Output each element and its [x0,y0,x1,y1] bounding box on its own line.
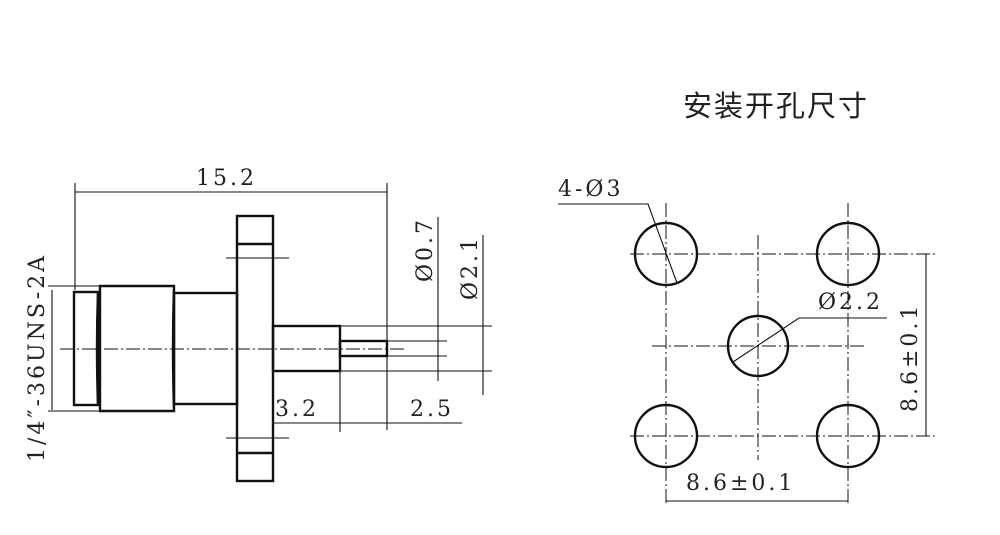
leader-line [732,317,887,363]
hole-center [726,314,790,378]
dim-horizontal-spacing: 8.6±0.1 [686,471,795,496]
dim-pin-length: 2.5 [410,397,454,422]
dim-insulator-diameter: Ø2.1 [458,235,483,300]
dim-shaft-length: 3.2 [275,397,319,422]
hole-top-right [815,221,881,287]
side-view: 15.2 1/4″-36UNS-2A 3.2 2.5 Ø0.7 Ø2.1 [25,166,492,483]
hole-top-left [633,221,699,287]
dim-corner-holes: 4-Ø3 [558,177,623,202]
hole-bottom-right [815,403,881,469]
leader-line [558,203,678,284]
mounting-pattern: 4-Ø3 Ø2.2 8.6±0.1 8.6±0.1 [558,177,937,505]
dim-pin-diameter: Ø0.7 [413,217,438,282]
hole-bottom-left [633,403,699,469]
dim-vertical-spacing: 8.6±0.1 [898,303,923,412]
dim-thread-spec: 1/4″-36UNS-2A [25,253,50,462]
dim-center-hole: Ø2.2 [818,290,883,315]
drawing-title: 安装开孔尺寸 [683,89,869,123]
dim-overall-length: 15.2 [196,166,257,191]
